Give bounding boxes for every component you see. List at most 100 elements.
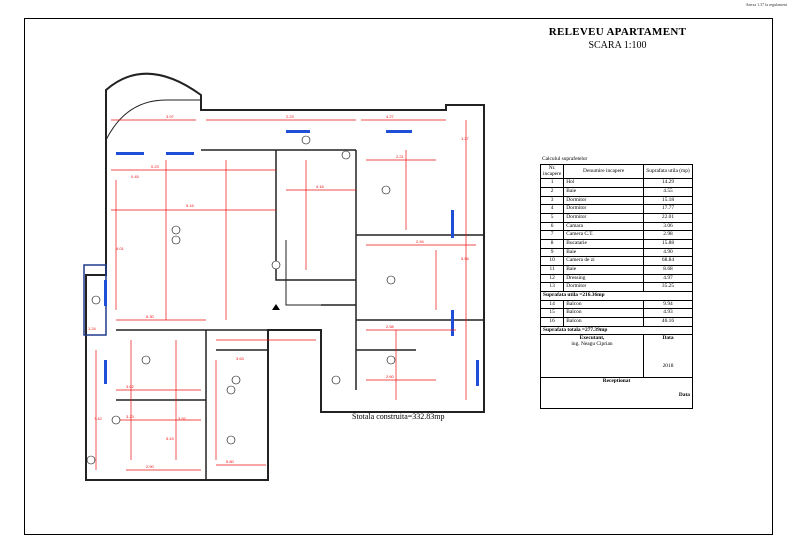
room-area: 4.97 xyxy=(643,273,693,284)
header-name: Denumire incapere xyxy=(563,163,644,180)
room-name: Camera C.T. xyxy=(563,230,644,241)
svg-text:5.56: 5.56 xyxy=(461,256,470,261)
balcony-nr: 16 xyxy=(539,317,565,327)
room-nr: 8 xyxy=(539,239,565,249)
svg-text:5.16: 5.16 xyxy=(186,203,195,208)
svg-text:5.43: 5.43 xyxy=(166,436,175,441)
surface-table: Nr. incapere Denumire incapere Suprafata… xyxy=(539,163,693,410)
room-nr: 3 xyxy=(539,195,565,206)
room-area: 4.55 xyxy=(643,187,693,197)
svg-text:3.63: 3.63 xyxy=(236,356,245,361)
room-name: Dormitor xyxy=(563,213,644,223)
room-name: Baie xyxy=(563,187,644,197)
svg-text:2.21: 2.21 xyxy=(396,154,405,159)
grand-total: Suprafata totala =277.39mp xyxy=(540,325,693,336)
svg-text:5.80: 5.80 xyxy=(226,459,235,464)
balcony-area: 9.94 xyxy=(643,299,693,310)
svg-text:3.02: 3.02 xyxy=(126,384,135,389)
svg-text:4.27: 4.27 xyxy=(386,114,395,119)
svg-text:3.97: 3.97 xyxy=(166,114,175,119)
table-caption: Calculul suprafetelor xyxy=(542,156,588,162)
year: 2018 xyxy=(662,363,674,370)
room-area: 2.98 xyxy=(643,230,693,241)
balcony-name: Balcon xyxy=(563,299,644,310)
room-name: Camera de zi xyxy=(563,256,644,267)
executant-name: ing. Neagu Ciprian xyxy=(571,341,613,348)
drawing-title: RELEVEU APARTAMENT xyxy=(548,26,687,38)
useful-total: Suprafata utila =216.36mp xyxy=(540,291,693,301)
svg-text:3.92: 3.92 xyxy=(178,416,187,421)
header-area: Suprafata utila (mp) xyxy=(643,163,693,180)
svg-text:1.24: 1.24 xyxy=(88,326,97,331)
room-area: 4.90 xyxy=(643,247,693,258)
room-area: 68.84 xyxy=(643,256,693,267)
room-name: Baie xyxy=(563,265,644,275)
svg-text:2.60: 2.60 xyxy=(386,374,395,379)
room-name: Dormitor xyxy=(563,204,644,215)
room-nr: 13 xyxy=(539,282,565,293)
room-nr: 10 xyxy=(539,256,565,267)
room-nr: 4 xyxy=(539,204,565,215)
room-nr: 7 xyxy=(539,230,565,241)
balcony-nr: 14 xyxy=(539,299,565,310)
executant-cell: Executant,ing. Neagu Ciprian xyxy=(540,334,644,379)
room-area: 14.29 xyxy=(643,178,693,188)
drawing-scale: SCARA 1:100 xyxy=(588,40,647,51)
header-nr: Nr. incapere xyxy=(539,163,565,180)
svg-text:2.90: 2.90 xyxy=(146,464,155,469)
svg-text:3.23: 3.23 xyxy=(126,414,135,419)
room-area: 8.68 xyxy=(643,265,693,275)
date-label-2: Data xyxy=(678,392,690,399)
room-name: Camara xyxy=(563,221,644,232)
balcony-nr: 15 xyxy=(539,308,565,319)
svg-text:7.42: 7.42 xyxy=(94,416,103,421)
room-area: 22.01 xyxy=(643,213,693,223)
room-area: 17.77 xyxy=(643,204,693,215)
annex-note: Anexa 1.37 la regulament xyxy=(745,2,787,7)
room-nr: 1 xyxy=(539,178,565,188)
room-nr: 11 xyxy=(539,265,565,275)
room-nr: 9 xyxy=(539,247,565,258)
svg-text:2.94: 2.94 xyxy=(416,239,425,244)
room-name: Hol xyxy=(563,178,644,188)
total-built-area: Stotala construita=332.83mp xyxy=(352,412,445,421)
room-name: Dormitor xyxy=(563,195,644,206)
room-name: Dormitor xyxy=(563,282,644,293)
balcony-name: Balcon xyxy=(563,317,644,327)
room-nr: 12 xyxy=(539,273,565,284)
room-area: 15.88 xyxy=(643,239,693,249)
svg-text:0.45: 0.45 xyxy=(131,174,140,179)
executant-label: Executant, xyxy=(579,335,605,342)
useful-total-row: Suprafata utila =216.36mp xyxy=(540,291,693,301)
room-name: Bucatarie xyxy=(563,239,644,249)
balcony-area: 46.16 xyxy=(643,317,693,327)
svg-text:0.23: 0.23 xyxy=(151,164,160,169)
svg-text:2.23: 2.23 xyxy=(286,114,295,119)
balcony-name: Balcon xyxy=(563,308,644,319)
room-area: 15.18 xyxy=(643,195,693,206)
room-nr: 2 xyxy=(539,187,565,197)
balcony-area: 4.93 xyxy=(643,308,693,319)
room-nr: 5 xyxy=(539,213,565,223)
grand-total-row: Suprafata totala =277.39mp xyxy=(540,325,693,336)
svg-text:6.30: 6.30 xyxy=(146,314,155,319)
